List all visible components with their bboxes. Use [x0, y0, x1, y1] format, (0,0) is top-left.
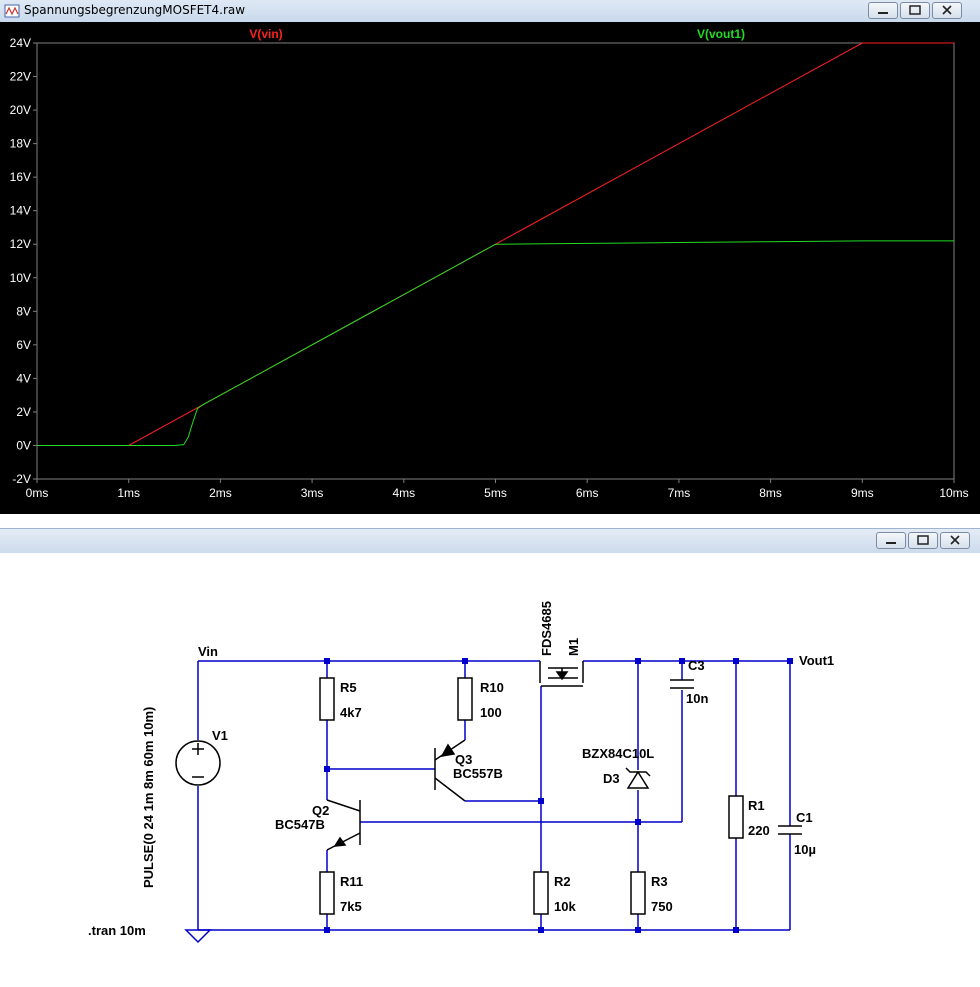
x-tick-label: 4ms [392, 486, 415, 500]
restore-icon [909, 5, 921, 15]
schematic-close-button[interactable] [940, 532, 970, 549]
label-q2: Q2 [312, 803, 329, 818]
resistor-r10[interactable] [457, 677, 473, 721]
value-r5: 4k7 [340, 705, 362, 720]
capacitor-c3[interactable] [670, 679, 694, 689]
y-tick-label: 20V [10, 103, 31, 117]
resistor-r3[interactable] [630, 871, 646, 915]
type-q3: BC557B [453, 766, 503, 781]
label-c3: C3 [688, 658, 705, 673]
capacitor-c1[interactable] [778, 825, 802, 835]
trace-label-0[interactable]: V(vin) [249, 27, 282, 41]
plot-window-title: SpannungsbegrenzungMOSFET4.raw [24, 3, 246, 17]
junction-dots [324, 658, 793, 933]
y-tick-label: 22V [10, 70, 31, 84]
label-c1: C1 [796, 810, 813, 825]
label-r5: R5 [340, 680, 357, 695]
value-c3: 10n [686, 691, 708, 706]
y-tick-label: 4V [16, 371, 31, 385]
value-r11: 7k5 [340, 899, 362, 914]
label-v1: V1 [212, 728, 228, 743]
value-r1: 220 [748, 823, 770, 838]
voltage-source-v1[interactable] [175, 740, 221, 786]
y-tick-label: 8V [16, 304, 31, 318]
x-tick-label: 2ms [209, 486, 232, 500]
schematic-minimize-button[interactable] [876, 532, 906, 549]
value-r2: 10k [554, 899, 576, 914]
label-r10: R10 [480, 680, 504, 695]
x-tick-label: 9ms [851, 486, 874, 500]
mosfet-m1[interactable] [539, 661, 584, 687]
type-m1: FDS4685 [539, 601, 554, 656]
value-c1: 10µ [794, 842, 816, 857]
x-tick-label: 0ms [26, 486, 49, 500]
circuit-schematic[interactable]: Vin Vout1 V1 PULSE(0 24 1m 8m 60m 10m) .… [0, 553, 980, 982]
y-tick-label: 2V [16, 405, 31, 419]
waveform-chart[interactable]: -2V 0V 2V 4V 6V 8V 10V 12V 14V 16V 18V 20V 22V 24V 0ms… [0, 22, 980, 514]
x-tick-label: 10ms [939, 486, 968, 500]
label-r1: R1 [748, 798, 765, 813]
y-tick-label: 10V [10, 271, 31, 285]
y-tick-label: 24V [10, 36, 31, 50]
waveform-plot-pane[interactable]: -2V 0V 2V 4V 6V 8V 10V 12V 14V 16V 18V 20V 22V 24V 0ms… [0, 22, 980, 514]
x-tick-label: 5ms [484, 486, 507, 500]
x-tick-label: 1ms [117, 486, 140, 500]
label-r2: R2 [554, 874, 571, 889]
resistor-r5[interactable] [319, 677, 335, 721]
label-m1: M1 [566, 638, 581, 656]
series-line-1[interactable] [37, 240, 954, 446]
close-button[interactable] [932, 2, 962, 19]
zener-diode-d3[interactable] [625, 767, 651, 789]
x-tick-label: 7ms [668, 486, 691, 500]
x-tick-label: 8ms [759, 486, 782, 500]
plot-background [0, 22, 980, 514]
schematic-editor[interactable]: Vin Vout1 V1 PULSE(0 24 1m 8m 60m 10m) .… [0, 553, 980, 982]
restore-button[interactable] [900, 2, 930, 19]
resistor-r1[interactable] [728, 795, 744, 839]
close-icon [950, 535, 960, 545]
y-tick-label: 12V [10, 237, 31, 251]
plot-window-titlebar[interactable]: SpannungsbegrenzungMOSFET4.raw [0, 0, 980, 23]
x-tick-label: 3ms [301, 486, 324, 500]
value-r3: 750 [651, 899, 673, 914]
label-r11: R11 [340, 874, 363, 889]
schematic-restore-button[interactable] [908, 532, 938, 549]
minimize-button[interactable] [868, 2, 898, 19]
restore-icon [917, 535, 929, 545]
trace-label-1[interactable]: V(vout1) [697, 27, 745, 41]
label-d3: D3 [603, 771, 620, 786]
close-icon [942, 5, 952, 15]
minimize-icon [878, 12, 888, 14]
x-tick-label: 6ms [576, 486, 599, 500]
y-tick-label: 0V [16, 438, 31, 452]
value-r10: 100 [480, 705, 502, 720]
type-q2: BC547B [275, 817, 325, 832]
y-tick-label: 14V [10, 204, 31, 218]
waveform-app-icon [4, 4, 20, 18]
net-label-vout1: Vout1 [799, 653, 834, 668]
pane-separator [0, 514, 980, 528]
y-tick-label: 16V [10, 170, 31, 184]
y-tick-label: -2V [12, 472, 31, 486]
resistor-r2[interactable] [533, 871, 549, 915]
resistor-r11[interactable] [319, 871, 335, 915]
label-pulse: PULSE(0 24 1m 8m 60m 10m) [141, 707, 156, 888]
transistor-q3[interactable] [434, 739, 466, 802]
y-tick-label: 6V [16, 338, 31, 352]
y-tick-label: 18V [10, 137, 31, 151]
transistor-q2[interactable] [326, 799, 361, 851]
net-label-vin: Vin [198, 644, 218, 659]
label-q3: Q3 [455, 752, 472, 767]
label-r3: R3 [651, 874, 668, 889]
spice-directive-tran[interactable]: .tran 10m [88, 923, 146, 938]
schematic-window-titlebar[interactable] [0, 528, 980, 554]
minimize-icon [886, 542, 896, 544]
type-d3: BZX84C10L [582, 746, 654, 761]
